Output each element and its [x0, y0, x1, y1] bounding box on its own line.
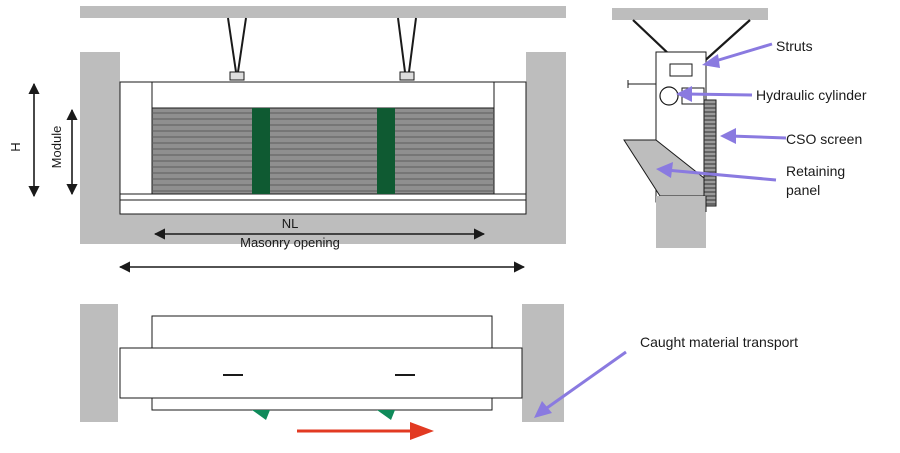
plan-view	[80, 304, 564, 422]
label-retaining-panel-1: Retaining	[786, 163, 845, 179]
bottom-beam	[119, 193, 527, 215]
support-right	[377, 108, 395, 194]
plan-support-right	[377, 410, 395, 420]
transport-callout	[534, 350, 627, 418]
top-beam	[119, 81, 527, 109]
side-wall	[656, 196, 706, 248]
transport-arrow	[297, 422, 434, 440]
label-nl: NL	[282, 216, 299, 231]
label-hydraulic-cylinder: Hydraulic cylinder	[756, 87, 867, 103]
label-caught-material-transport: Caught material transport	[640, 334, 798, 350]
label-cso-screen: CSO screen	[786, 131, 862, 147]
side-ceiling	[612, 8, 768, 20]
plan-main-beam	[119, 347, 523, 399]
screen-panel	[151, 107, 495, 195]
dimension-module: Module	[49, 108, 78, 196]
plan-back-plate	[151, 315, 493, 349]
hanger-right	[397, 17, 417, 81]
dimension-nl: NL	[153, 216, 486, 240]
right-end-plate	[493, 81, 527, 195]
dimension-masonry-opening: Masonry opening	[118, 235, 526, 273]
label-module: Module	[49, 126, 64, 169]
ceiling-slab	[80, 6, 566, 18]
label-struts: Struts	[776, 38, 813, 54]
label-h: H	[8, 142, 23, 151]
dimension-h: H	[8, 82, 40, 198]
side-callouts	[656, 42, 787, 182]
left-wall	[80, 52, 120, 244]
support-left	[252, 108, 270, 194]
screen-bars	[152, 112, 494, 192]
right-wall	[526, 52, 566, 244]
cso-screen-hatch	[704, 103, 716, 205]
front-view	[80, 6, 566, 244]
plan-support-left	[252, 410, 270, 420]
side-view	[612, 8, 768, 248]
plan-left-wall	[80, 304, 118, 422]
label-masonry-opening: Masonry opening	[240, 235, 340, 250]
left-end-plate	[119, 81, 153, 195]
hydraulic-cylinder-shape	[659, 86, 679, 106]
label-retaining-panel-2: panel	[786, 182, 820, 198]
hanger-left	[227, 17, 247, 81]
